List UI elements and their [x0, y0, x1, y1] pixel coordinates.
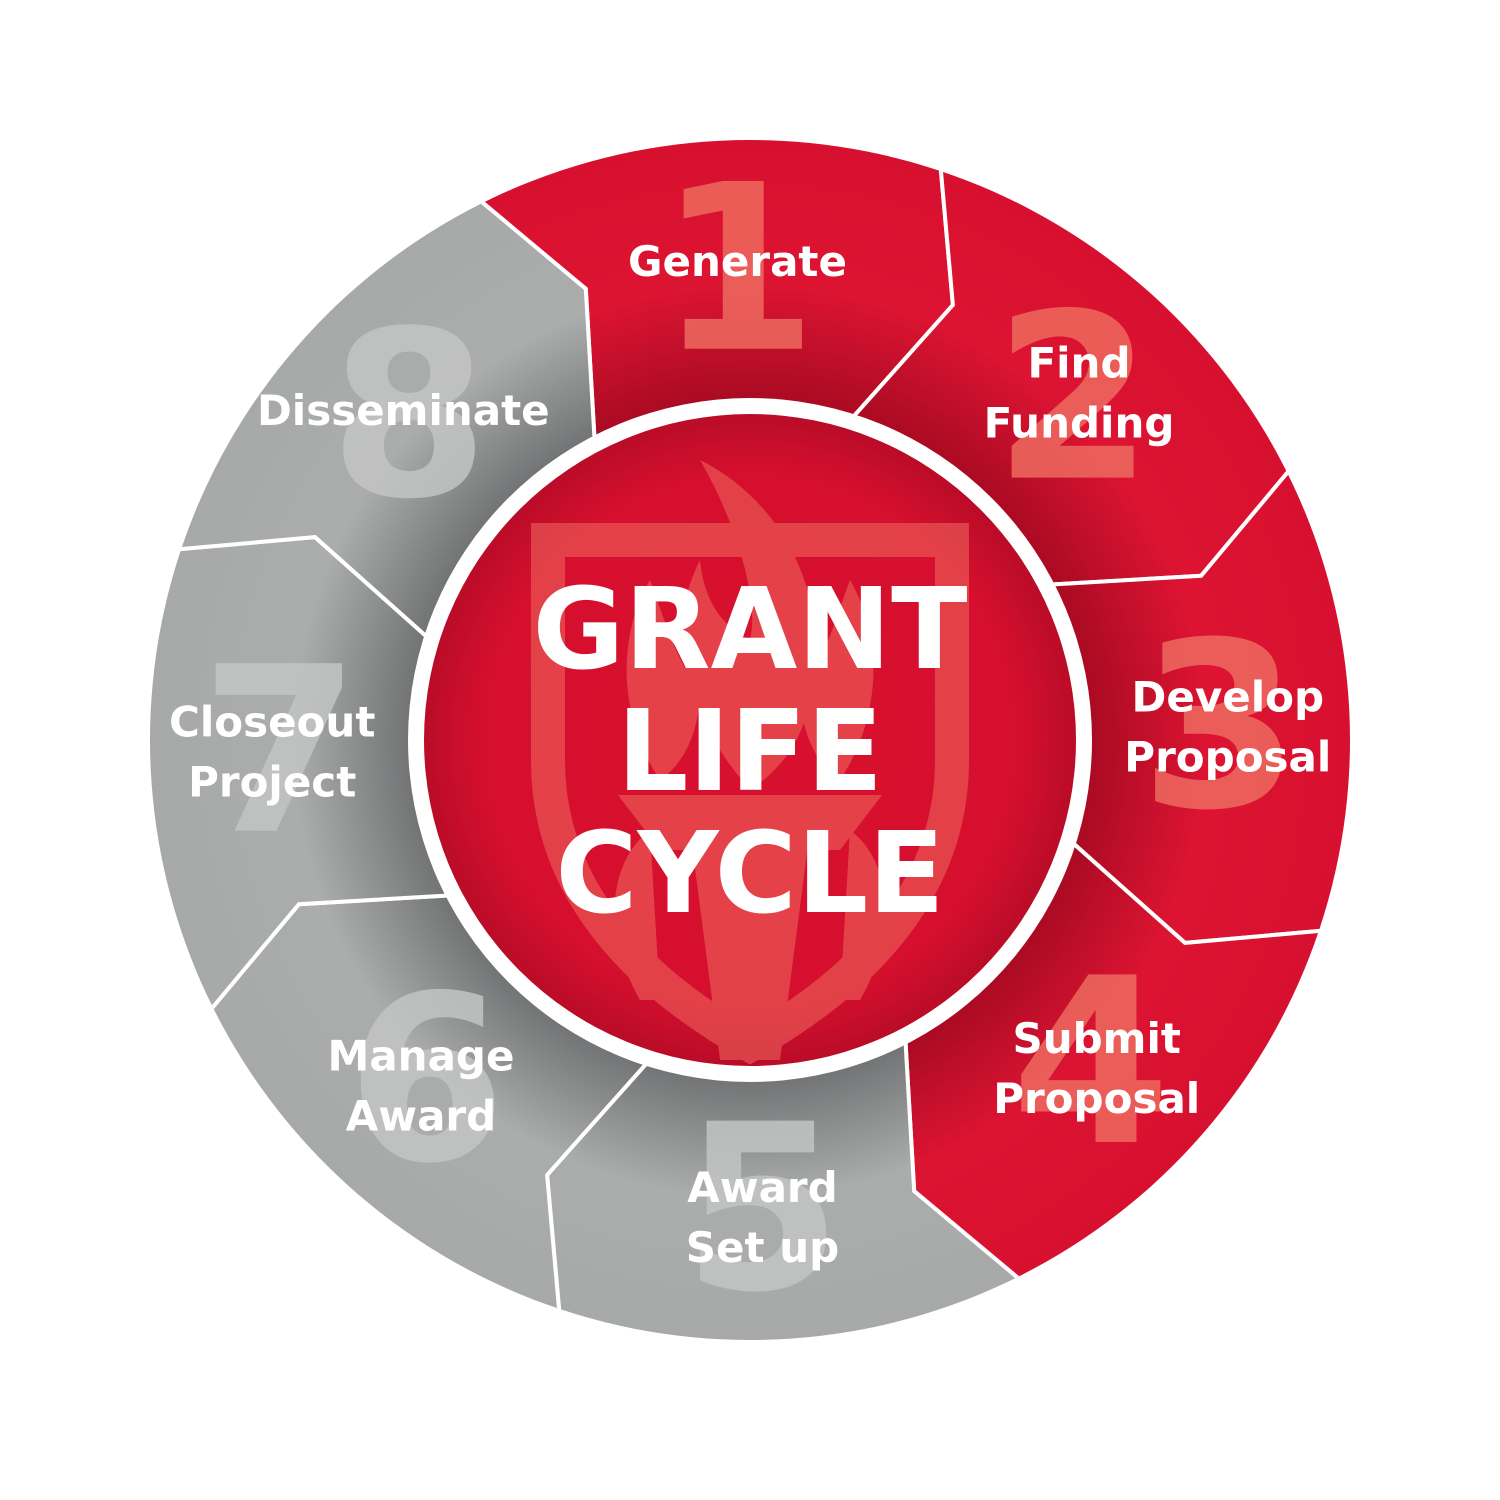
- center-title: GRANT LIFE CYCLE: [533, 565, 968, 939]
- step-4-label-line-2: Proposal: [993, 1074, 1200, 1123]
- step-8-label-line-1: Disseminate: [257, 386, 550, 435]
- step-7-label-line-2: Project: [188, 758, 356, 807]
- step-3-label-line-2: Proposal: [1124, 733, 1331, 782]
- step-1-label-line-1: Generate: [628, 237, 847, 286]
- step-7-label-line-1: Closeout: [169, 698, 375, 747]
- step-4-number: 4: [1011, 930, 1171, 1197]
- cycle-segments: [150, 140, 1350, 1340]
- step-5-label-line-1: Award: [687, 1163, 837, 1212]
- title-line-3: CYCLE: [555, 809, 944, 939]
- step-1-number: 1: [658, 137, 818, 404]
- step-3-number: 3: [1140, 594, 1300, 861]
- step-2-label-line-1: Find: [1027, 338, 1130, 387]
- step-labels: GenerateFindFundingDevelopProposalSubmit…: [169, 237, 1331, 1272]
- step-2-label-line-2: Funding: [984, 398, 1175, 447]
- step-4-label-line-1: Submit: [1012, 1014, 1180, 1063]
- step-2-number: 2: [993, 266, 1153, 533]
- step-6-label-line-1: Manage: [328, 1032, 515, 1081]
- step-6-number: 6: [346, 947, 506, 1214]
- title-line-2: LIFE: [617, 687, 883, 817]
- step-5-label-line-2: Set up: [686, 1223, 839, 1272]
- step-5-number: 5: [682, 1076, 842, 1343]
- step-3-label-line-1: Develop: [1132, 673, 1325, 722]
- step-7-number: 7: [200, 619, 360, 886]
- step-8-number: 8: [329, 283, 489, 550]
- title-line-1: GRANT: [533, 565, 968, 695]
- torch-shield-icon: [531, 460, 969, 1065]
- step-6-label-line-2: Award: [346, 1092, 496, 1141]
